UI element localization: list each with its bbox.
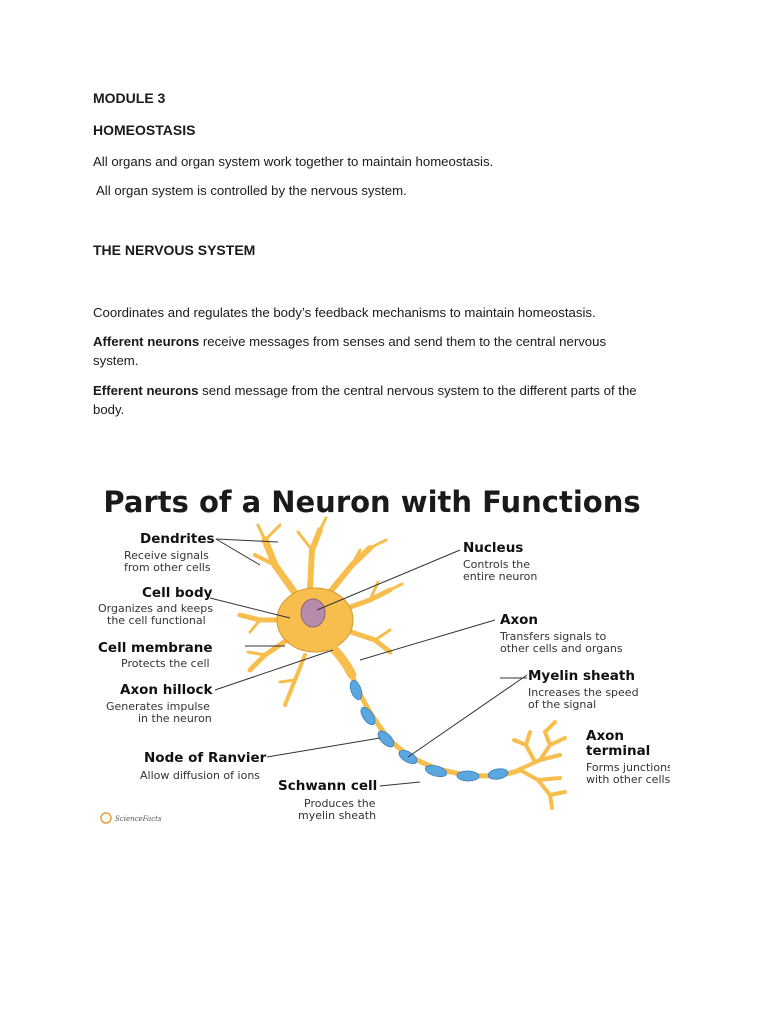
labels-left: Dendrites Receive signals from other cel… xyxy=(98,531,377,822)
module-heading: MODULE 3 xyxy=(93,90,166,106)
desc-nucleus-2: entire neuron xyxy=(463,570,537,583)
label-axon-terminal-2: terminal xyxy=(586,743,650,759)
desc-axon-terminal-2: with other cells xyxy=(586,773,670,786)
label-myelin-sheath: Myelin sheath xyxy=(528,668,635,684)
desc-axon-hillock-1: Generates impulse xyxy=(106,700,210,713)
axon-shape xyxy=(349,674,521,779)
desc-node-of-ranvier: Allow diffusion of ions xyxy=(140,769,260,782)
label-schwann-cell: Schwann cell xyxy=(278,778,377,794)
efferent-text: send message from the central nervous sy… xyxy=(198,383,637,398)
paragraph-coordinates: Coordinates and regulates the body’s fee… xyxy=(93,305,596,320)
figure-title: Parts of a Neuron with Functions xyxy=(103,485,640,519)
leader-lines xyxy=(209,538,528,787)
section-heading: THE NERVOUS SYSTEM xyxy=(93,242,256,258)
label-node-of-ranvier: Node of Ranvier xyxy=(144,750,267,766)
desc-axon-1: Transfers signals to xyxy=(499,630,607,643)
nucleus-shape xyxy=(300,598,326,628)
label-axon-terminal-1: Axon xyxy=(586,728,624,744)
efferent-term: Efferent neurons xyxy=(93,383,199,398)
credit-logo-icon xyxy=(100,812,112,824)
desc-schwann-2: myelin sheath xyxy=(298,809,376,822)
topic-heading: HOMEOSTASIS xyxy=(93,122,196,138)
neuron-diagram: Parts of a Neuron with Functions xyxy=(90,470,670,830)
neuron-diagram-svg: Parts of a Neuron with Functions xyxy=(98,485,670,824)
desc-nucleus-1: Controls the xyxy=(463,558,530,571)
paragraph-efferent: Efferent neurons send message from the c… xyxy=(93,381,637,400)
afferent-term: Afferent neurons xyxy=(93,334,200,349)
axon-hillock-shape xyxy=(325,640,357,680)
desc-myelin-1: Increases the speed xyxy=(528,686,639,699)
label-axon-hillock: Axon hillock xyxy=(120,682,214,698)
desc-schwann-1: Produces the xyxy=(304,797,376,810)
paragraph-efferent-cont: body. xyxy=(93,402,125,417)
myelin-sheath-shape xyxy=(349,680,509,782)
desc-cell-body-1: Organizes and keeps xyxy=(98,602,213,615)
desc-cell-membrane: Protects the cell xyxy=(121,657,210,670)
paragraph-afferent: Afferent neurons receive messages from s… xyxy=(93,332,606,351)
label-nucleus: Nucleus xyxy=(463,540,523,556)
label-axon: Axon xyxy=(500,612,538,628)
paragraph-organs: All organs and organ system work togethe… xyxy=(93,154,494,169)
credit-text: ScienceFacts xyxy=(115,815,162,823)
desc-myelin-2: of the signal xyxy=(528,698,596,711)
dendrites-shape xyxy=(237,516,404,707)
desc-dendrites-1: Receive signals xyxy=(124,549,209,562)
desc-axon-terminal-1: Forms junctions xyxy=(586,761,670,774)
label-cell-body: Cell body xyxy=(142,585,213,601)
desc-dendrites-2: from other cells xyxy=(124,561,211,574)
desc-axon-hillock-2: in the neuron xyxy=(138,712,212,725)
label-cell-membrane: Cell membrane xyxy=(98,640,213,656)
afferent-text: receive messages from senses and send th… xyxy=(199,334,607,349)
labels-right: Nucleus Controls the entire neuron Axon … xyxy=(463,540,670,786)
paragraph-organ-system: All organ system is controlled by the ne… xyxy=(96,183,407,198)
desc-axon-2: other cells and organs xyxy=(500,642,623,655)
axon-terminal-shape xyxy=(512,720,567,810)
label-dendrites: Dendrites xyxy=(140,531,215,547)
credit-logo: ScienceFacts xyxy=(100,812,162,824)
neuron-illustration xyxy=(237,516,567,810)
desc-cell-body-2: the cell functional xyxy=(107,614,206,627)
paragraph-afferent-cont: system. xyxy=(93,353,139,368)
